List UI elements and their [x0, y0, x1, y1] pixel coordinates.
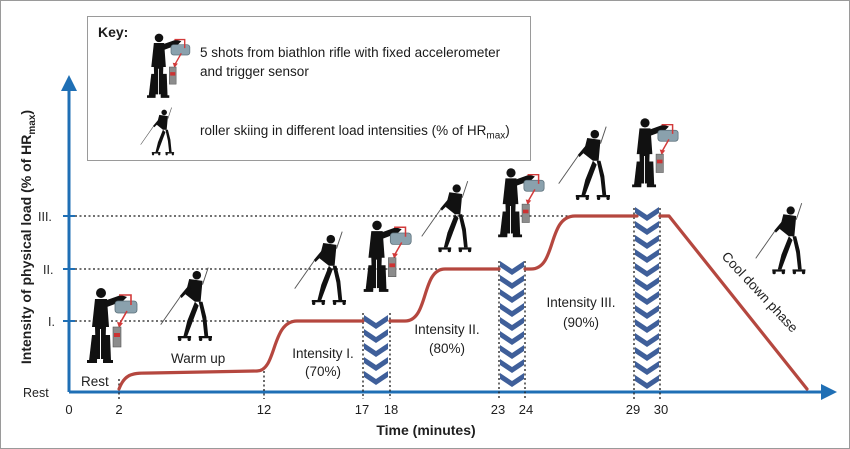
phase-warm-up: Warm up [171, 351, 225, 366]
chevron-icon [500, 303, 524, 317]
chevron-icon [500, 373, 524, 387]
shooter-icon [631, 117, 679, 188]
chevron-icon [635, 263, 659, 277]
skier-icon [755, 202, 806, 275]
x-axis-label: Time (minutes) [376, 422, 475, 438]
chevron-icon [635, 305, 659, 319]
shooter-icon [497, 167, 545, 238]
chevron-icon [500, 359, 524, 373]
x-tick: 30 [654, 402, 668, 417]
chevron-icon [500, 289, 524, 303]
chevron-icon [364, 371, 388, 385]
chevron-icon [500, 261, 524, 275]
chevron-icon [500, 317, 524, 331]
phase-rest: Rest [81, 374, 109, 389]
chevron-icon [635, 361, 659, 375]
chevron-icon [364, 315, 388, 329]
chevron-icon [364, 329, 388, 343]
skier-icon [294, 231, 347, 306]
phase-intensity-3: Intensity III. [546, 295, 615, 310]
key-shooting-text: 5 shots from biathlon rifle with fixed a… [200, 45, 501, 79]
phase-intensity-1: Intensity I. [292, 346, 354, 361]
axes [61, 75, 837, 400]
key-skiing-text: roller skiing in different load intensit… [200, 121, 530, 146]
x-tick: 29 [626, 402, 640, 417]
chevron-stack-2 [500, 261, 524, 387]
chevron-icon [635, 347, 659, 361]
chevron-icon [635, 333, 659, 347]
chevron-stack-3 [635, 207, 659, 389]
chevron-icon [635, 375, 659, 389]
shooter-icon [146, 32, 191, 99]
x-tick: 2 [115, 402, 122, 417]
chevron-icon [635, 277, 659, 291]
y-tick-2: II. [43, 263, 53, 277]
chevron-icon [635, 319, 659, 333]
chevron-stack-1 [364, 315, 388, 385]
chevron-icon [635, 249, 659, 263]
phase-intensity-2: Intensity II. [414, 322, 479, 337]
y-tick-1: I. [48, 315, 55, 329]
chevron-icon [500, 275, 524, 289]
key-legend: Key: 5 shots from biathlon rifle with fi… [87, 16, 531, 161]
shooter-icon [86, 287, 138, 364]
chevron-icon [500, 331, 524, 345]
chevron-icon [635, 235, 659, 249]
key-skiing-main: roller skiing in different load intensit… [200, 123, 487, 138]
x-tick: 17 [355, 402, 369, 417]
x-tick: 0 [65, 402, 72, 417]
key-skiing-sub: max [486, 130, 506, 142]
y-tick-3: III. [38, 210, 52, 224]
key-skiing-end: ) [505, 123, 510, 138]
phase-intensity-2-pct: (80%) [429, 341, 465, 356]
chevron-icon [364, 357, 388, 371]
x-tick: 18 [384, 402, 398, 417]
y-tick-rest: Rest [23, 386, 49, 400]
skier-icon [160, 267, 213, 342]
chevron-icon [635, 291, 659, 305]
chevron-icon [635, 207, 659, 221]
skier-icon [421, 180, 472, 253]
x-tick: 12 [257, 402, 271, 417]
skier-icon [558, 126, 611, 201]
chevron-icon [500, 345, 524, 359]
key-title: Key: [98, 24, 129, 40]
y-axis-label: Intensity of physical load (% of HRmax) [18, 110, 38, 364]
phase-intensity-3-pct: (90%) [563, 315, 599, 330]
chevron-icon [635, 221, 659, 235]
phase-intensity-1-pct: (70%) [305, 364, 341, 379]
shooter-icon [362, 219, 412, 293]
x-tick: 23 [491, 402, 505, 417]
skier-icon [140, 107, 175, 156]
x-tick: 24 [519, 402, 533, 417]
chevron-icon [364, 343, 388, 357]
load-curve [117, 214, 809, 391]
